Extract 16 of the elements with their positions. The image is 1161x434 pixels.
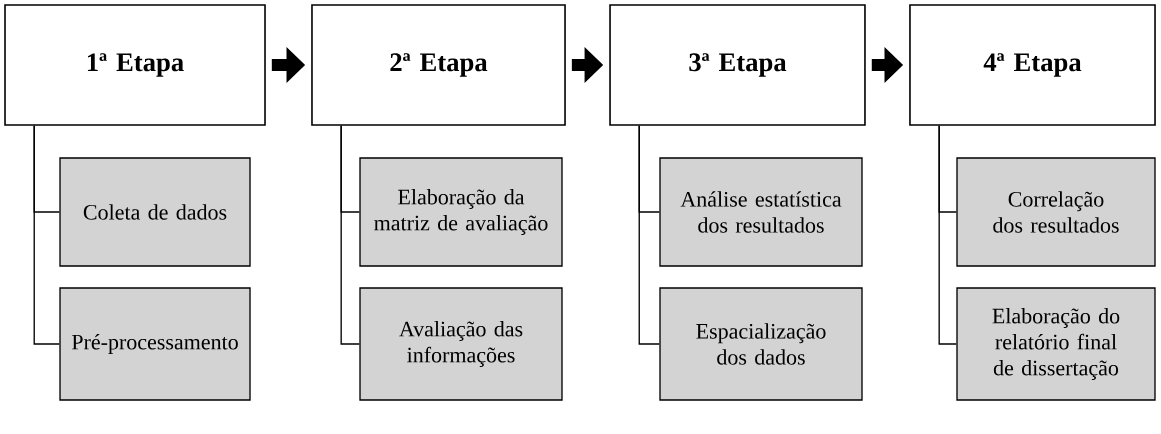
stage-box: 2ª Etapa	[311, 4, 566, 126]
stage-box: 3ª Etapa	[609, 4, 866, 126]
stage-box: 4ª Etapa	[909, 4, 1156, 126]
connector-line	[938, 125, 957, 345]
task-box: Análise estatística dos resultados	[659, 157, 863, 267]
connector-line	[638, 125, 660, 345]
connector-line	[33, 125, 60, 345]
task-box: Espacialização dos dados	[659, 287, 863, 401]
task-box: Pré-processamento	[59, 287, 251, 401]
task-box: Avaliação das informações	[359, 287, 563, 401]
task-box: Correlação dos resultados	[956, 157, 1156, 267]
task-box: Elaboração do relatório final de dissertação	[956, 287, 1156, 401]
connector-line	[340, 125, 360, 345]
task-box: Elaboração da matriz de avaliação	[359, 157, 563, 267]
stage-box: 1ª Etapa	[4, 4, 266, 126]
task-box: Coleta de dados	[59, 157, 251, 267]
